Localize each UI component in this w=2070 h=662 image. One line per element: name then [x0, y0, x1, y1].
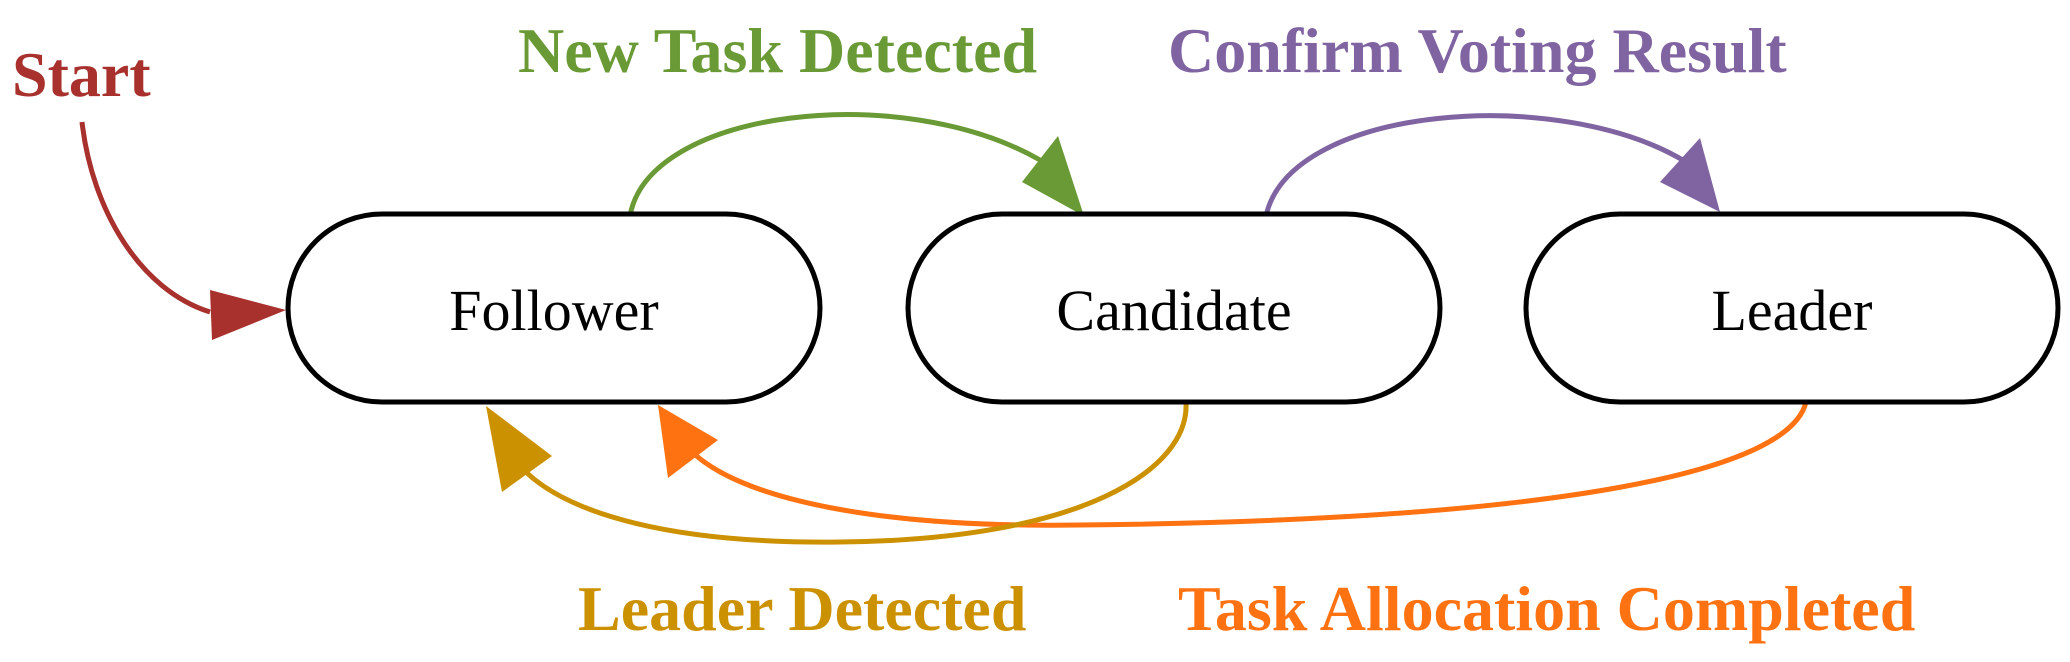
new-task-arrow [627, 112, 1042, 217]
leader-detected-arrow [518, 401, 1189, 545]
confirm-vote-label: Confirm Voting Result [1168, 15, 1787, 86]
state-leader: Leader [1523, 211, 2061, 405]
task-alloc-arrow [688, 401, 1809, 528]
leader-detected-label: Leader Detected [578, 573, 1026, 644]
new-task-arrowhead [1022, 136, 1084, 216]
state-follower: Follower [285, 211, 823, 405]
state-follower-label: Follower [449, 278, 658, 343]
state-candidate: Candidate [905, 211, 1443, 405]
leader-detected-arrowhead [486, 406, 552, 492]
start-label: Start [12, 39, 151, 110]
state-follower-box [285, 211, 823, 405]
state-candidate-box [905, 211, 1443, 405]
state-candidate-label: Candidate [1056, 278, 1291, 343]
confirm-vote-arrowhead [1660, 138, 1720, 212]
new-task-label: New Task Detected [518, 15, 1037, 86]
start-arrow [79, 121, 211, 315]
state-leader-label: Leader [1712, 278, 1873, 343]
state-leader-box [1523, 211, 2061, 405]
start-arrowhead [210, 290, 286, 340]
confirm-vote-arrow [1263, 113, 1688, 217]
task-alloc-arrowhead [658, 405, 718, 478]
task-alloc-label: Task Allocation Completed [1178, 573, 1915, 644]
